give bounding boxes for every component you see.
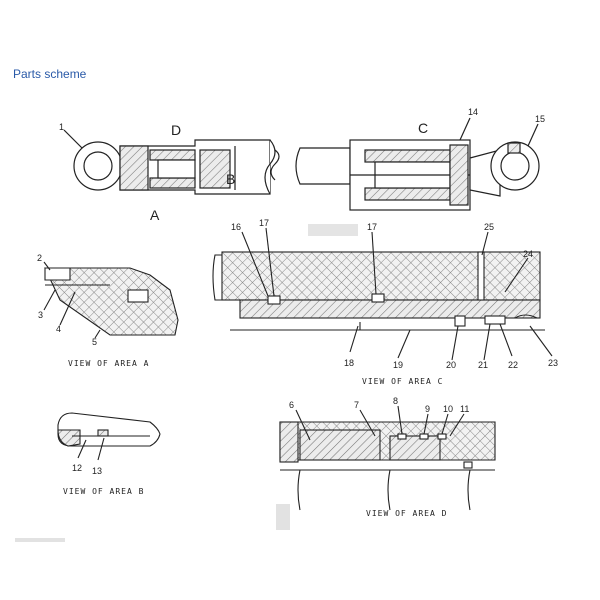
cylinder-assembly xyxy=(63,117,540,211)
left-rod-eye-bore xyxy=(83,151,113,181)
label-a: A xyxy=(150,207,160,223)
callout-21: 21 xyxy=(478,360,488,370)
callout-4: 4 xyxy=(56,324,61,334)
label-c: C xyxy=(418,120,428,136)
callout-11: 11 xyxy=(460,404,469,414)
area-d-detail xyxy=(279,405,496,511)
callout-5: 5 xyxy=(92,337,97,347)
callout-25: 25 xyxy=(484,222,494,232)
label-b: B xyxy=(226,171,235,187)
callout-1: 1 xyxy=(59,122,64,132)
callout-9: 9 xyxy=(425,404,430,414)
redacted-mark xyxy=(276,504,290,530)
callout-3: 3 xyxy=(38,310,43,320)
callout-7: 7 xyxy=(354,400,359,410)
label-d: D xyxy=(171,122,181,138)
callout-23: 23 xyxy=(548,358,558,368)
callout-20: 20 xyxy=(446,360,456,370)
callout-18: 18 xyxy=(344,358,354,368)
head-gland-hatch xyxy=(364,149,451,163)
callout-13: 13 xyxy=(92,466,102,476)
callout-22: 22 xyxy=(508,360,518,370)
callout-10: 10 xyxy=(443,404,453,414)
callout-24: 24 xyxy=(523,249,533,259)
callout-12: 12 xyxy=(72,463,82,473)
caption-area-a: VIEW OF AREA A xyxy=(68,359,149,368)
callout-17-b: 17 xyxy=(367,222,377,232)
callout-8: 8 xyxy=(393,396,398,406)
callout-2: 2 xyxy=(37,253,42,263)
caption-area-c: VIEW OF AREA C xyxy=(362,377,443,386)
area-a-detail xyxy=(43,261,179,339)
callout-6: 6 xyxy=(289,400,294,410)
page-title: Parts scheme xyxy=(13,67,87,81)
callout-14: 14 xyxy=(468,107,478,117)
area-c-detail xyxy=(212,227,553,361)
redacted-text xyxy=(15,538,65,542)
callout-17-a: 17 xyxy=(259,218,269,228)
callout-19: 19 xyxy=(393,360,403,370)
rod-end-hatch xyxy=(119,145,149,191)
callout-15: 15 xyxy=(535,114,545,124)
callout-16: 16 xyxy=(231,222,241,232)
redacted-label xyxy=(308,224,358,236)
caption-area-d: VIEW OF AREA D xyxy=(366,509,447,518)
caption-area-b: VIEW OF AREA B xyxy=(63,487,144,496)
area-b-detail xyxy=(57,412,161,461)
